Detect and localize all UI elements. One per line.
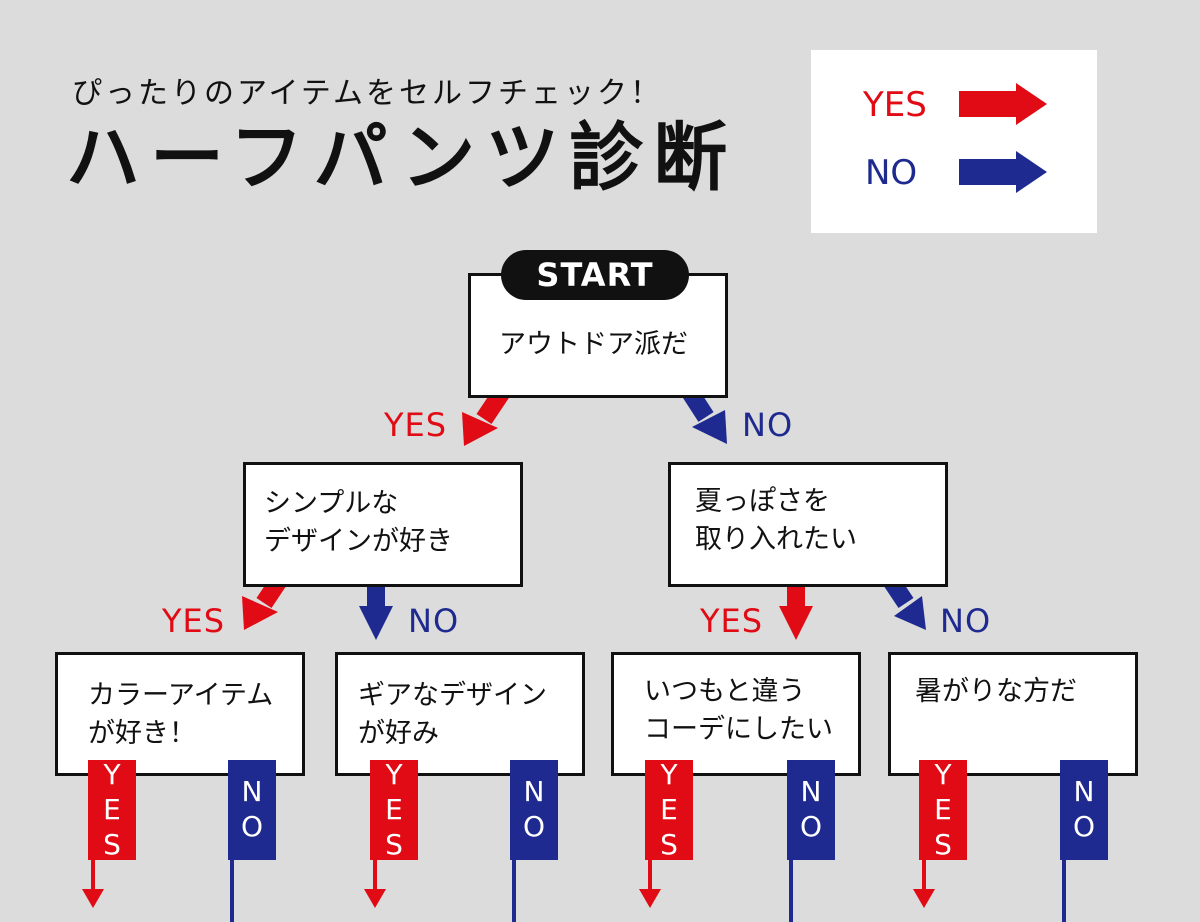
left2-yes-label: YES	[162, 602, 226, 640]
no-tab: NO	[787, 760, 835, 860]
yes-tab: YES	[370, 758, 418, 863]
yes-tab: YES	[88, 758, 136, 863]
page-title: ハーフパンツ診断	[66, 115, 738, 201]
no-tab: NO	[510, 760, 558, 860]
subtitle: ぴったりのアイテムをセルフチェック！	[72, 76, 663, 111]
question-line1: ギアなデザイン	[358, 680, 547, 711]
question-box-simple-design: シンプルな デザインが好き	[243, 462, 523, 587]
start-badge: START	[501, 250, 689, 300]
start-yes-label: YES	[384, 406, 448, 444]
yes-tab: YES	[645, 758, 693, 863]
bottom-yes-arrow-icon	[364, 860, 386, 908]
no-tab: NO	[228, 760, 276, 860]
question-line2: が好み	[358, 718, 439, 749]
question-line1: カラーアイテム	[88, 680, 274, 711]
question-line1: シンプルな	[264, 488, 399, 519]
no-tab: NO	[1060, 760, 1108, 860]
question-line2: 取り入れたい	[695, 524, 857, 555]
question-line2: コーデにしたい	[644, 714, 833, 745]
question-line2: が好き！	[88, 718, 196, 749]
question-line1: いつもと違う	[644, 676, 806, 707]
right2-yes-label: YES	[700, 602, 764, 640]
legend: YES NO	[811, 50, 1097, 233]
question-box-heat-sensitive: 暑がりな方だ	[888, 652, 1138, 776]
bottom-yes-arrow-icon	[82, 860, 104, 908]
legend-no-arrow-icon	[959, 151, 1047, 193]
left2-no-label: NO	[408, 602, 460, 640]
right2-no-label: NO	[940, 602, 992, 640]
question-box-color-item: カラーアイテム が好き！	[55, 652, 305, 776]
legend-no-label: NO	[865, 153, 918, 193]
question-line1: 暑がりな方だ	[915, 676, 1077, 707]
question-box-gear-design: ギアなデザイン が好み	[335, 652, 585, 776]
bottom-yes-arrow-icon	[913, 860, 935, 908]
start-no-label: NO	[742, 406, 794, 444]
yes-tab: YES	[919, 758, 967, 863]
bottom-yes-arrow-icon	[639, 860, 661, 908]
start-question: アウトドア派だ	[499, 329, 688, 360]
question-line2: デザインが好き	[264, 526, 453, 557]
question-box-summer-feel: 夏っぽさを 取り入れたい	[668, 462, 948, 587]
legend-yes-label: YES	[863, 85, 927, 125]
question-line1: 夏っぽさを	[695, 486, 830, 517]
legend-arrows	[959, 83, 1047, 193]
question-box-different-outfit: いつもと違う コーデにしたい	[611, 652, 861, 776]
legend-yes-arrow-icon	[959, 83, 1047, 125]
